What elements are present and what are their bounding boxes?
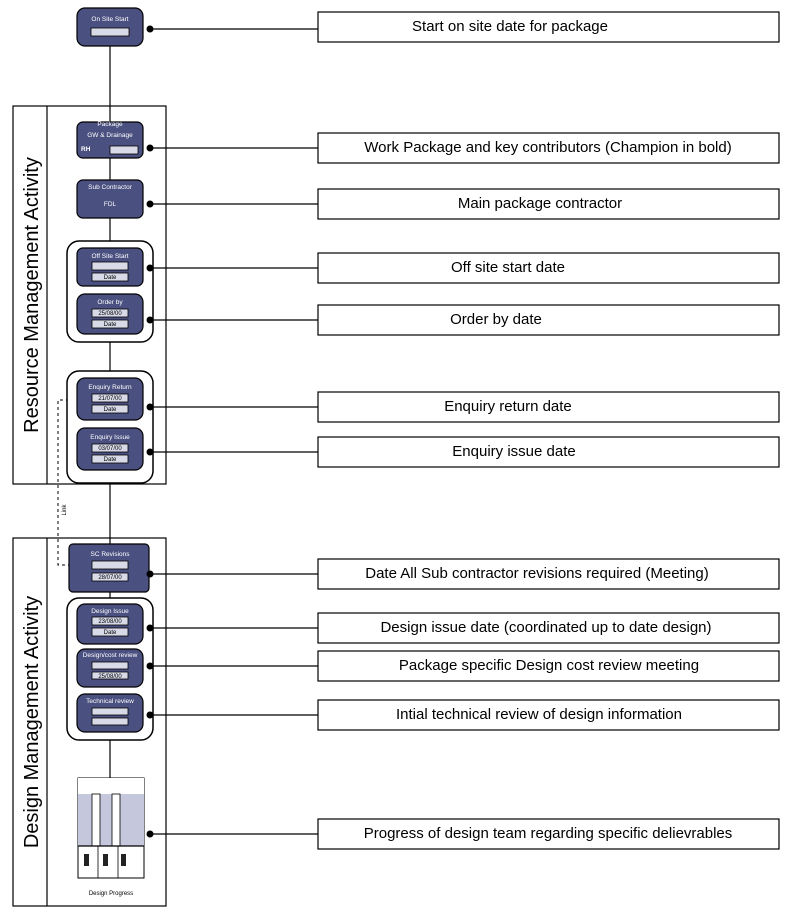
design-issue-node[interactable]: Design Issue 23/08/00 Date <box>76 603 144 645</box>
package-contributor: RH <box>81 146 91 153</box>
order-by-value: 25/08/00 <box>98 311 122 317</box>
sub-contractor-node[interactable]: Sub Contractor FDL <box>76 179 144 219</box>
progress-marker-2 <box>103 854 108 866</box>
label-box-8: Date All Sub contractor revisions requir… <box>317 558 780 590</box>
enquiry-issue-sub-field[interactable] <box>91 454 129 464</box>
progress-bar-1 <box>91 793 101 847</box>
label-box-4: Off site start date <box>317 252 780 284</box>
off-site-start-sub: Date <box>104 275 117 281</box>
package-node[interactable]: Package GW & Drainage RH <box>76 121 144 159</box>
technical-review-title: Technical review <box>86 698 134 705</box>
package-name: GW & Drainage <box>87 132 133 139</box>
label-9-text: Design issue date (coordinated up to dat… <box>380 619 711 636</box>
design-cost-review-node[interactable]: Design/cost review 25/08/00 <box>76 648 144 688</box>
progress-marker-1 <box>84 854 89 866</box>
label-box-12: Progress of design team regarding specif… <box>317 818 780 850</box>
sc-revisions-value-field[interactable] <box>91 572 129 582</box>
enquiry-return-title: Enquiry Return <box>88 384 132 391</box>
label-box-1: Start on site date for package <box>317 11 780 43</box>
design-side-label: Design Management Activity <box>21 596 43 848</box>
label-6-text: Enquiry return date <box>444 398 572 415</box>
connectors <box>146 25 318 838</box>
label-7-text: Enquiry issue date <box>452 443 575 460</box>
label-box-11: Intial technical review of design inform… <box>317 699 780 731</box>
label-11-text: Intial technical review of design inform… <box>396 706 682 723</box>
label-8-text: Date All Sub contractor revisions requir… <box>365 565 709 582</box>
label-2-text: Work Package and key contributors (Champ… <box>364 139 731 156</box>
enquiry-return-sub-field[interactable] <box>91 404 129 414</box>
progress-bar-2 <box>111 793 121 847</box>
off-site-start-value[interactable] <box>91 261 129 271</box>
technical-review-node[interactable]: Technical review <box>76 693 144 733</box>
enquiry-return-value-field[interactable] <box>91 393 129 403</box>
design-cost-review-value: 25/08/00 <box>98 674 122 680</box>
sc-revisions-field[interactable] <box>91 560 129 570</box>
on-site-start-field[interactable] <box>90 27 130 37</box>
design-issue-sub-field[interactable] <box>91 627 129 637</box>
dependency-label: Link <box>62 504 68 516</box>
package-title: Package <box>97 121 123 128</box>
enquiry-issue-title: Enquiry Issue <box>90 434 130 441</box>
label-box-2: Work Package and key contributors (Champ… <box>317 132 780 164</box>
on-site-start-title: On Site Start <box>91 16 128 23</box>
order-by-value-field[interactable] <box>91 308 129 318</box>
design-issue-sub: Date <box>104 630 117 636</box>
sc-revisions-title: SC Revisions <box>90 551 130 558</box>
design-cost-review-value-field[interactable] <box>91 671 129 680</box>
order-by-node[interactable]: Order by 25/08/00 Date <box>76 293 144 335</box>
label-5-text: Order by date <box>450 311 542 328</box>
order-by-title: Order by <box>97 299 123 306</box>
label-box-9: Design issue date (coordinated up to dat… <box>317 612 780 644</box>
sc-revisions-value: 28/07/00 <box>98 575 122 581</box>
label-box-7: Enquiry issue date <box>317 436 780 468</box>
enquiry-return-value: 21/07/00 <box>98 396 122 402</box>
resource-side-label: Resource Management Activity <box>21 157 43 433</box>
label-box-10: Package specific Design cost review meet… <box>317 650 780 682</box>
progress-marker-3 <box>121 854 126 866</box>
label-3-text: Main package contractor <box>458 195 622 212</box>
design-cost-review-title: Design/cost review <box>83 652 138 659</box>
package-field[interactable] <box>109 145 139 155</box>
enquiry-return-node[interactable]: Enquiry Return 21/07/00 Date <box>76 377 144 421</box>
order-by-sub-field[interactable] <box>91 319 129 329</box>
design-issue-value-field[interactable] <box>91 616 129 626</box>
design-progress-title: Design Progress <box>89 891 133 897</box>
enquiry-return-sub: Date <box>104 407 117 413</box>
order-by-sub: Date <box>104 322 117 328</box>
sub-contractor-value: FDL <box>104 201 117 208</box>
label-12-text: Progress of design team regarding specif… <box>364 825 733 842</box>
on-site-start-node[interactable]: On Site Start <box>76 7 144 47</box>
technical-review-field-2[interactable] <box>91 717 129 726</box>
off-site-start-title: Off Site Start <box>91 253 128 260</box>
label-box-6: Enquiry return date <box>317 391 780 423</box>
label-box-5: Order by date <box>317 304 780 336</box>
design-cost-review-field[interactable] <box>91 661 129 670</box>
off-site-start-sub-field[interactable] <box>91 272 129 282</box>
label-10-text: Package specific Design cost review meet… <box>399 657 699 674</box>
resource-section-frame <box>12 105 167 485</box>
enquiry-issue-node[interactable]: Enquiry Issue 03/07/00 Date <box>76 427 144 471</box>
label-box-3: Main package contractor <box>317 188 780 220</box>
design-section-frame <box>12 537 167 907</box>
technical-review-field-1[interactable] <box>91 707 129 716</box>
design-progress-panel[interactable]: Design Progress <box>77 777 145 897</box>
label-4-text: Off site start date <box>451 259 565 276</box>
sc-revisions-node[interactable]: SC Revisions 28/07/00 <box>68 543 150 593</box>
design-issue-value: 23/08/00 <box>98 619 122 625</box>
enquiry-issue-value-field[interactable] <box>91 443 129 453</box>
design-issue-title: Design Issue <box>91 608 129 615</box>
off-site-start-node[interactable]: Off Site Start Date <box>76 247 144 287</box>
enquiry-issue-value: 03/07/00 <box>98 446 122 452</box>
sub-contractor-title: Sub Contractor <box>88 184 133 191</box>
enquiry-issue-sub: Date <box>104 457 117 463</box>
label-1-text: Start on site date for package <box>412 18 608 35</box>
